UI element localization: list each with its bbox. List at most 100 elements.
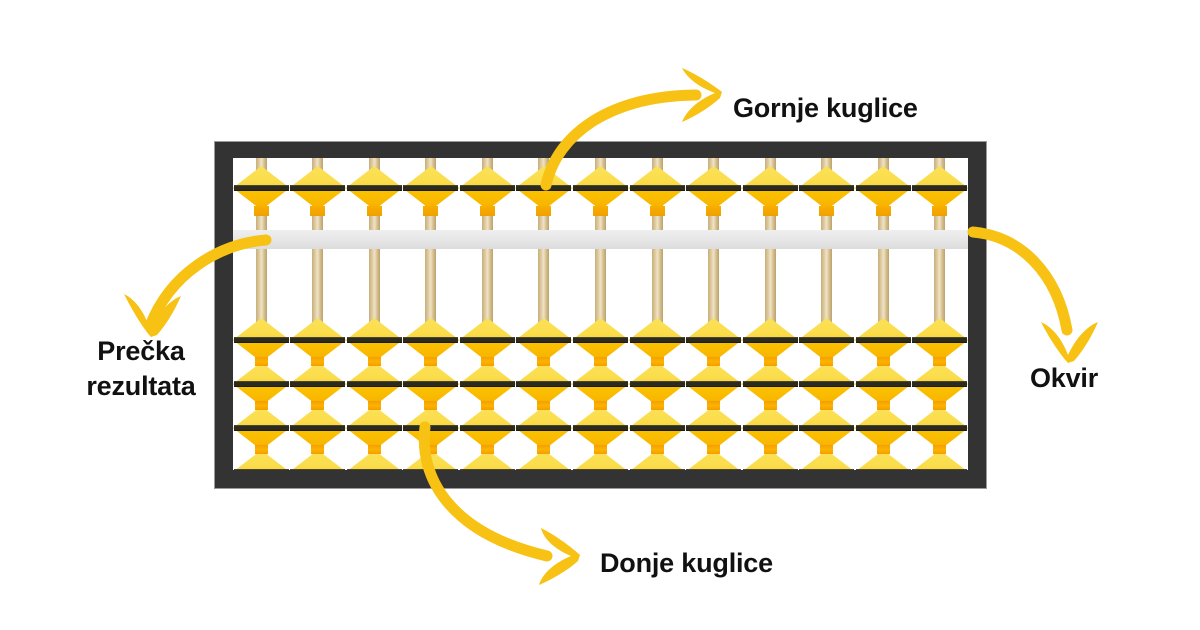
lower-bead[interactable] (515, 318, 573, 362)
lower-bead[interactable] (628, 362, 686, 406)
lower-bead[interactable] (345, 450, 403, 470)
bead-collar (933, 357, 947, 366)
upper-bead[interactable] (233, 166, 290, 210)
bead-collar (537, 445, 551, 454)
lower-bead[interactable] (911, 362, 968, 406)
lower-bead[interactable] (854, 450, 912, 470)
bead-collar (480, 445, 494, 454)
lower-bead[interactable] (741, 450, 799, 470)
lower-bead[interactable] (572, 318, 629, 362)
bead-stripe (290, 425, 346, 431)
lower-bead[interactable] (798, 450, 856, 470)
bead-collar (650, 445, 664, 454)
lower-bead[interactable] (515, 406, 573, 450)
bead-stripe (459, 425, 515, 431)
bead-collar (707, 357, 721, 366)
bead-stripe (686, 185, 742, 191)
bead-stripe (912, 381, 968, 387)
lower-bead[interactable] (911, 450, 968, 470)
lower-bead[interactable] (458, 318, 516, 362)
bead-collar (820, 445, 834, 454)
abacus-rod (595, 158, 606, 470)
upper-bead[interactable] (685, 166, 743, 210)
bead-collar (594, 401, 607, 410)
bead-stripe (742, 425, 798, 431)
bead-stripe (799, 185, 855, 191)
bead-collar (763, 357, 777, 366)
lower-bead[interactable] (685, 450, 743, 470)
lower-bead[interactable] (911, 318, 968, 362)
lower-bead[interactable] (289, 318, 347, 362)
upper-bead[interactable] (911, 166, 968, 210)
bead-collar (253, 206, 269, 216)
upper-bead[interactable] (515, 166, 573, 210)
upper-bead[interactable] (345, 166, 403, 210)
upper-bead[interactable] (458, 166, 516, 210)
bead-stripe (855, 381, 911, 387)
lower-bead[interactable] (854, 362, 912, 406)
lower-bead[interactable] (233, 318, 290, 362)
lower-bead[interactable] (685, 318, 743, 362)
upper-bead[interactable] (628, 166, 686, 210)
bead-stripe (855, 185, 911, 191)
lower-bead[interactable] (628, 406, 686, 450)
upper-bead[interactable] (572, 166, 629, 210)
bead-stripe (516, 425, 572, 431)
lower-bead[interactable] (854, 406, 912, 450)
bead-stripe (403, 425, 459, 431)
label-lower-beads: Donje kuglice (600, 548, 773, 578)
bead-collar (311, 357, 325, 366)
lower-bead[interactable] (289, 362, 347, 406)
upper-bead[interactable] (741, 166, 799, 210)
lower-bead[interactable] (458, 406, 516, 450)
lower-bead[interactable] (685, 406, 743, 450)
bead-collar (933, 445, 947, 454)
lower-bead[interactable] (854, 318, 912, 362)
bead-collar (594, 445, 607, 454)
lower-bead[interactable] (798, 362, 856, 406)
upper-bead[interactable] (402, 166, 460, 210)
bead-stripe (686, 337, 742, 343)
lower-bead[interactable] (345, 362, 403, 406)
lower-bead[interactable] (515, 362, 573, 406)
lower-bead[interactable] (685, 362, 743, 406)
bead-collar (480, 357, 494, 366)
upper-bead[interactable] (798, 166, 856, 210)
lower-bead[interactable] (741, 362, 799, 406)
bead-stripe (233, 185, 289, 191)
upper-bead[interactable] (854, 166, 912, 210)
lower-bead[interactable] (798, 406, 856, 450)
bead-collar (932, 206, 948, 216)
bead-collar (593, 206, 608, 216)
lower-bead[interactable] (572, 406, 629, 450)
lower-bead[interactable] (289, 450, 347, 470)
lower-bead[interactable] (741, 318, 799, 362)
lower-bead[interactable] (345, 406, 403, 450)
bead-stripe (799, 337, 855, 343)
lower-bead[interactable] (233, 450, 290, 470)
bead-stripe (742, 185, 798, 191)
lower-bead[interactable] (798, 318, 856, 362)
lower-bead[interactable] (289, 406, 347, 450)
lower-bead[interactable] (402, 318, 460, 362)
lower-bead[interactable] (233, 406, 290, 450)
lower-bead[interactable] (911, 406, 968, 450)
bead-collar (594, 357, 607, 366)
lower-bead[interactable] (628, 318, 686, 362)
bead-stripe (403, 337, 459, 343)
lower-bead[interactable] (572, 362, 629, 406)
abacus-rod (538, 158, 550, 470)
lower-bead[interactable] (572, 450, 629, 470)
bead-stripe (629, 337, 685, 343)
upper-bead[interactable] (289, 166, 347, 210)
lower-bead[interactable] (628, 450, 686, 470)
lower-bead[interactable] (345, 318, 403, 362)
bead-collar (649, 206, 665, 216)
lower-bead[interactable] (402, 406, 460, 450)
bead-collar (876, 401, 890, 410)
lower-bead[interactable] (458, 362, 516, 406)
lower-bead[interactable] (233, 362, 290, 406)
lower-bead[interactable] (402, 362, 460, 406)
lower-bead[interactable] (741, 406, 799, 450)
bead-stripe (403, 381, 459, 387)
